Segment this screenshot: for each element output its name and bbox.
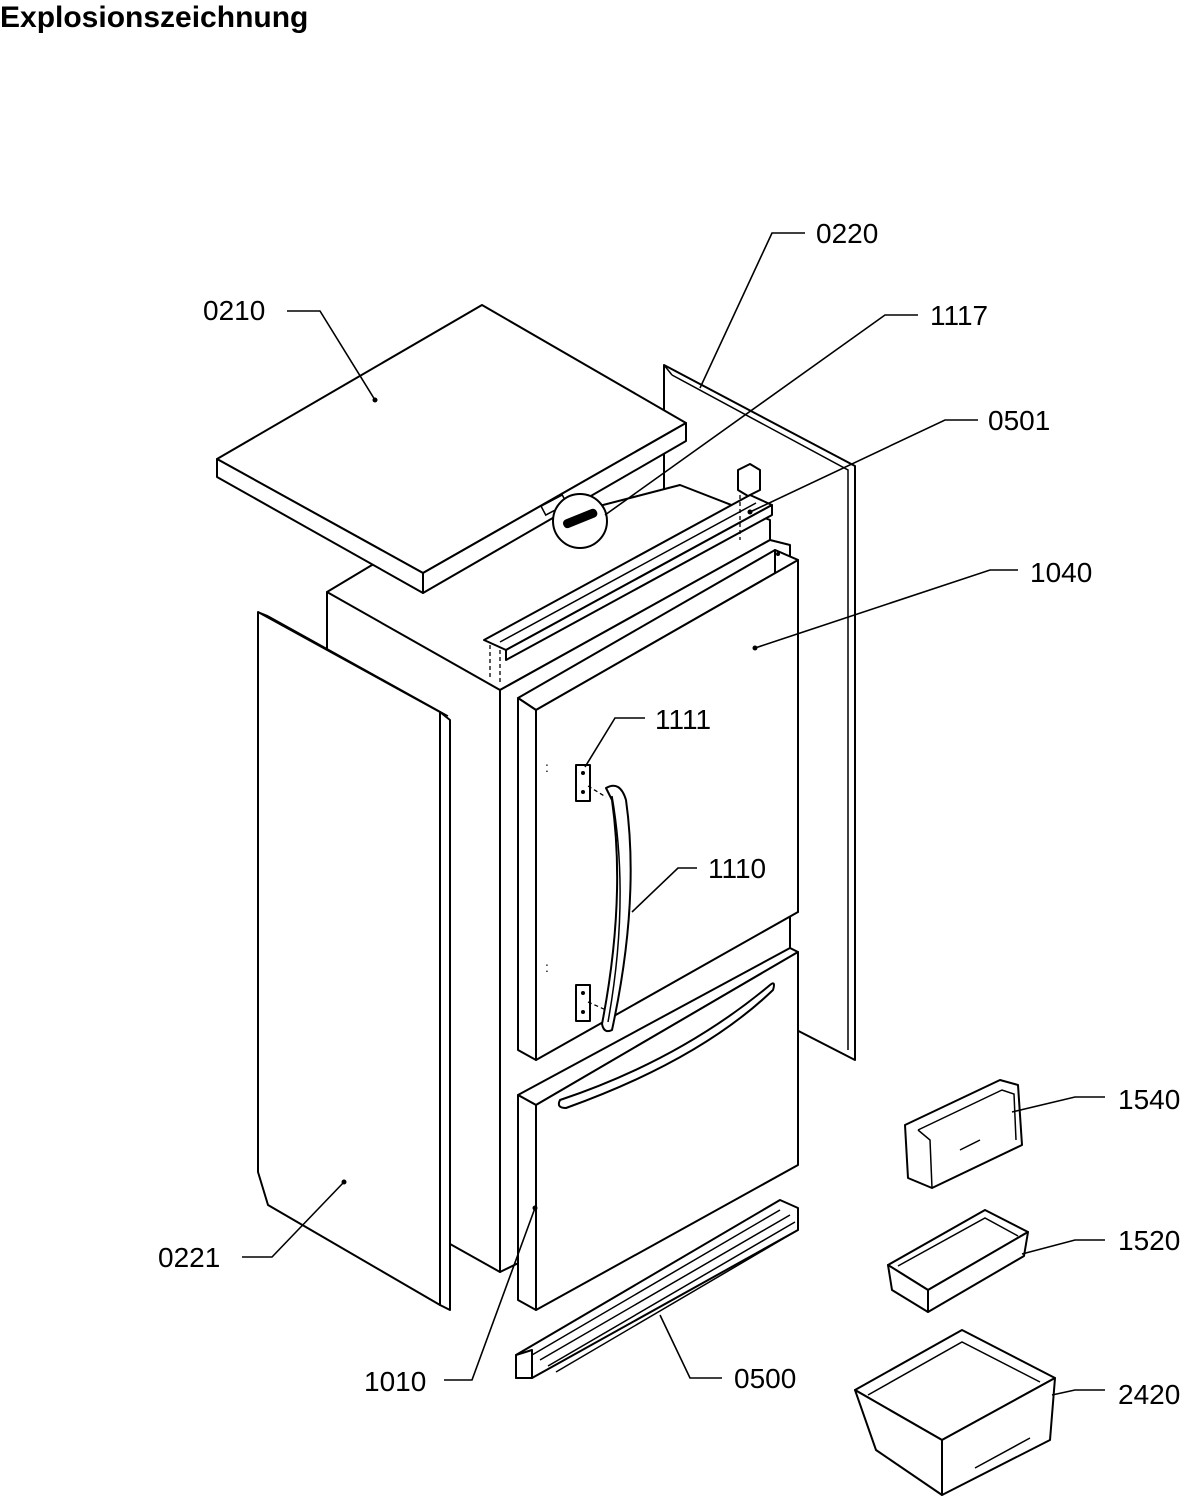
upper-door: : :: [517, 549, 799, 1061]
part-label-0220: 0220: [816, 218, 878, 249]
part-label-0210: 0210: [203, 295, 265, 326]
detail-circle: [552, 493, 608, 549]
part-labels: 0210 0220 1117 0501 1040 1111 1110 1540 …: [158, 218, 1180, 1410]
part-label-1540: 1540: [1118, 1084, 1180, 1115]
side-panel: [257, 611, 451, 1311]
part-label-1520: 1520: [1118, 1225, 1180, 1256]
svg-text::: :: [545, 959, 549, 975]
door-bin: [904, 1079, 1023, 1189]
part-label-1117: 1117: [930, 300, 988, 331]
part-label-1010: 1010: [364, 1366, 426, 1397]
kickplate: [515, 1199, 799, 1379]
top-hinge-rail: [483, 463, 773, 683]
part-label-1040: 1040: [1030, 557, 1092, 588]
page-title: Explosionszeichnung: [0, 1, 309, 34]
shelf-basket: [887, 1209, 1029, 1313]
part-label-0501: 0501: [988, 405, 1050, 436]
part-label-0221: 0221: [158, 1242, 220, 1273]
door-handle: [601, 784, 632, 1033]
crisper-drawer: [854, 1329, 1056, 1496]
handle-mounts: [575, 764, 607, 1022]
part-label-2420: 2420: [1118, 1379, 1180, 1410]
top-cover: [216, 304, 687, 594]
leader-lines: [242, 232, 1105, 1396]
lower-drawer: [517, 947, 799, 1311]
part-label-0500: 0500: [734, 1363, 796, 1394]
part-label-1110: 1110: [708, 853, 766, 884]
part-label-1111: 1111: [655, 704, 711, 735]
svg-text::: :: [545, 759, 549, 775]
